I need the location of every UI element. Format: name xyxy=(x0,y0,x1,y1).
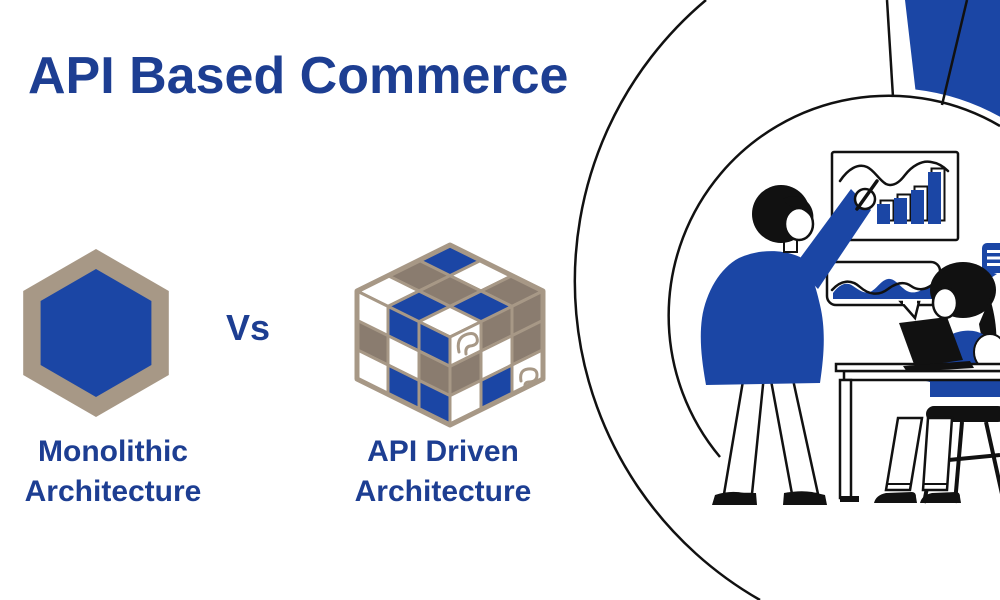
bar xyxy=(928,172,941,224)
bubble-tail-seam xyxy=(903,299,917,304)
slice-divider-line xyxy=(940,0,969,106)
presenter-person xyxy=(700,179,879,505)
desk-foot xyxy=(840,496,859,502)
desk-leg xyxy=(838,378,853,500)
rubiks-cube-icon xyxy=(354,242,546,428)
bubble-tail xyxy=(898,300,921,321)
presenter-right-shoe xyxy=(783,491,827,505)
stool-leg xyxy=(953,421,964,504)
pointer-pen-icon xyxy=(855,179,879,211)
presenter-left-shoe xyxy=(712,491,757,505)
desk-board xyxy=(842,369,1000,382)
analyst-left-shoe xyxy=(874,492,917,503)
wave-area xyxy=(833,278,934,299)
analyst-face xyxy=(931,286,959,320)
presenter-left-leg xyxy=(722,373,766,496)
api-driven-label: API Driven Architecture xyxy=(330,432,556,512)
bar xyxy=(877,204,890,224)
laptop-icon xyxy=(899,317,974,372)
wave-line xyxy=(830,280,935,295)
api-driven-label-line2: Architecture xyxy=(354,475,532,508)
monolithic-label-line1: Monolithic xyxy=(38,435,188,468)
chat-line xyxy=(987,250,1000,253)
cube-squiggle xyxy=(519,367,539,390)
inner-circle-arc xyxy=(667,94,1000,458)
presenter-right-leg xyxy=(768,373,820,496)
analyst-left-leg xyxy=(884,416,924,492)
chat-line xyxy=(987,256,1000,260)
bar xyxy=(894,198,907,224)
analyst-right-leg xyxy=(921,416,954,492)
outer-circle-arc xyxy=(573,0,761,600)
api-driven-label-line1: API Driven xyxy=(367,435,519,468)
analyst-legs xyxy=(874,416,961,503)
analyst-right-shoe xyxy=(920,492,961,503)
bar xyxy=(911,190,924,224)
chat-line xyxy=(987,263,1000,266)
laptop-base xyxy=(903,361,974,372)
page-title: API Based Commerce xyxy=(28,47,569,105)
cube-squiggle xyxy=(456,332,479,356)
hexagon-monolith-icon xyxy=(23,249,169,417)
team-analytics-illustration xyxy=(573,0,1000,600)
laptop-screen xyxy=(899,317,963,367)
stool-leg xyxy=(984,421,1000,495)
presenter-sweater xyxy=(700,251,824,385)
hexagon-inner xyxy=(40,269,152,397)
cube-outline xyxy=(354,242,546,428)
wave-chart-bubble-icon xyxy=(825,260,942,321)
vs-label: Vs xyxy=(226,307,271,348)
monolithic-label-line2: Architecture xyxy=(24,475,202,508)
pie-slice-icon xyxy=(573,0,1000,600)
trend-line-icon xyxy=(838,160,950,187)
presenter-fringe xyxy=(783,196,814,220)
monolithic-label: Monolithic Architecture xyxy=(0,432,226,512)
presenter-raised-arm xyxy=(795,189,871,289)
sector-line xyxy=(885,0,895,98)
